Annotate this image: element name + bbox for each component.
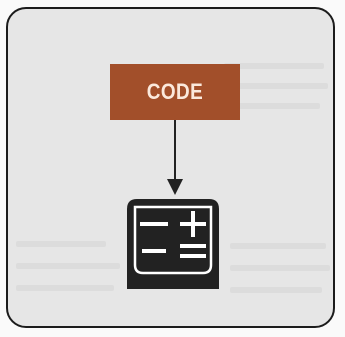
equals-symbol-bottom — [180, 254, 206, 258]
plus-symbol-vertical — [191, 211, 195, 237]
calculator-icon — [127, 199, 219, 289]
minus-symbol-top — [140, 222, 168, 226]
background-texture — [230, 243, 326, 249]
background-texture — [230, 287, 322, 293]
background-texture — [224, 63, 324, 69]
background-texture — [224, 103, 320, 109]
diagram-card: CODE — [6, 7, 335, 328]
background-texture — [16, 263, 120, 269]
background-texture — [16, 285, 114, 291]
background-texture — [230, 265, 330, 271]
code-label: CODE — [146, 79, 204, 104]
calculator-body — [127, 199, 219, 289]
equals-symbol-top — [180, 244, 206, 248]
arrow-head-icon — [167, 179, 183, 195]
calculator-screen-outline — [133, 205, 213, 275]
minus-symbol-bottom — [142, 249, 166, 253]
background-texture — [224, 83, 328, 89]
background-texture — [16, 241, 106, 247]
